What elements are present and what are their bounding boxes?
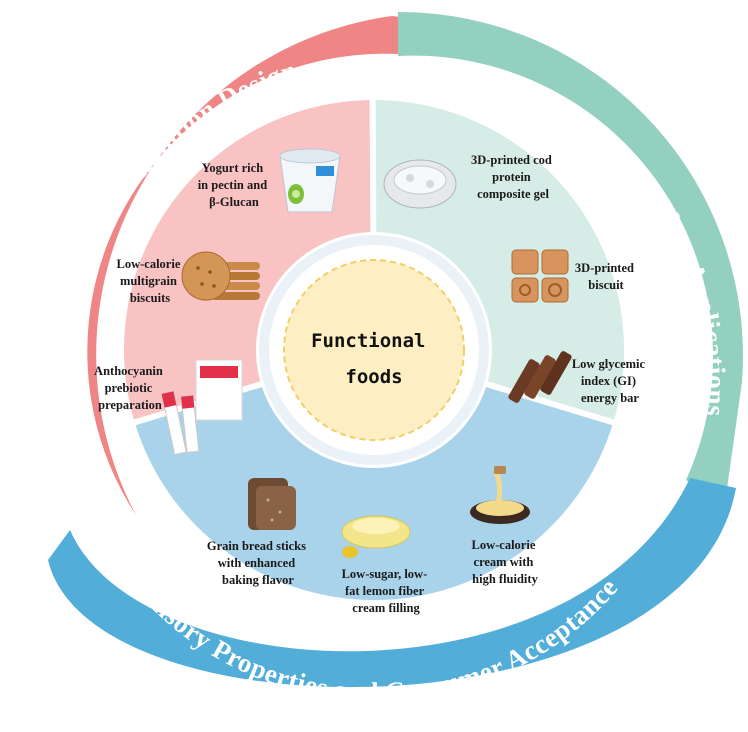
cod-gel-label-2: protein	[492, 170, 531, 184]
bread-label-2: with enhanced	[218, 556, 295, 570]
cream-bowl-icon	[341, 515, 411, 558]
printed-biscuit-icon	[511, 249, 569, 303]
sachet-box-icon	[161, 359, 243, 456]
svg-text:Low-calorie cream with: Low-calorie cream with high fluidity	[472, 538, 539, 586]
yogurt-label-2: in pectin and	[198, 178, 268, 192]
svg-text:3D-printed cod protein: 3D-printed cod protein composite gel	[471, 153, 555, 201]
anthocyanin-label-3: preparation	[98, 398, 162, 412]
energy-bar-label-2: index (GI)	[581, 374, 636, 388]
anthocyanin-label-2: prebiotic	[105, 381, 153, 395]
biscuit-stack-icon	[181, 251, 260, 301]
svg-text:3D-printed biscuit: 3D-printed biscuit	[575, 261, 637, 292]
energy-bar-label-1: Low glycemic	[572, 357, 646, 371]
energy-bar-label-3: energy bar	[581, 391, 639, 405]
printed-biscuit-label-1: 3D-printed	[575, 261, 634, 275]
cod-gel-label-1: 3D-printed cod	[471, 153, 552, 167]
yogurt-cup-icon	[279, 148, 341, 213]
bread-loaf-icon	[248, 478, 296, 530]
svg-text:Low-calorie multigrain: Low-calorie multigrain biscuits	[117, 257, 184, 305]
yogurt-label-3: β-Glucan	[209, 195, 259, 209]
biscuit-label-2: multigrain	[120, 274, 177, 288]
bread-label-3: baking flavor	[222, 573, 294, 587]
svg-text:Anthocyanin prebiotic: Anthocyanin prebiotic preparation	[94, 364, 166, 412]
sensory-sector	[134, 350, 614, 601]
inner-ring-band	[259, 235, 489, 465]
fluid-cream-label-2: cream with	[474, 555, 534, 569]
svg-text:Low glycemic index (GI): Low glycemic index (GI) energy bar	[572, 357, 648, 405]
fluid-cream-label-3: high fluidity	[472, 572, 538, 586]
center-title-line1: Functional	[311, 330, 425, 352]
cream-pan-icon	[470, 466, 530, 524]
biscuit-label-3: biscuits	[130, 291, 170, 305]
cod-gel-label-3: composite gel	[477, 187, 549, 201]
lemon-cream-label-1: Low-sugar, low-	[342, 567, 428, 581]
fluid-cream-label-1: Low-calorie	[472, 538, 536, 552]
anthocyanin-label-1: Anthocyanin	[94, 364, 163, 378]
sensory-arrow	[48, 478, 736, 688]
lemon-cream-label-2: fat lemon fiber	[345, 584, 425, 598]
svg-text:Functional foods: Functional foods	[311, 330, 437, 388]
energy-bar-icon	[508, 351, 572, 403]
svg-text:Yogurt rich in pectin and: Yogurt rich in pectin and β-Glucan	[198, 161, 271, 209]
lemon-cream-label-3: cream filling	[352, 601, 420, 615]
bread-label-1: Grain bread sticks	[207, 539, 306, 553]
printed-gel-icon	[383, 159, 457, 209]
yogurt-label-1: Yogurt rich	[202, 161, 263, 175]
applications-arrow	[398, 11, 743, 510]
svg-text:Low-sugar, low- fat lemon: Low-sugar, low- fat lemon fiber cream fi…	[342, 567, 431, 615]
center-circle	[283, 259, 465, 441]
printed-biscuit-label-2: biscuit	[588, 278, 624, 292]
svg-text:Grain bread sticks with en: Grain bread sticks with enhanced baking …	[207, 539, 309, 587]
biscuit-label-1: Low-calorie	[117, 257, 181, 271]
center-title-line2: foods	[345, 366, 402, 388]
